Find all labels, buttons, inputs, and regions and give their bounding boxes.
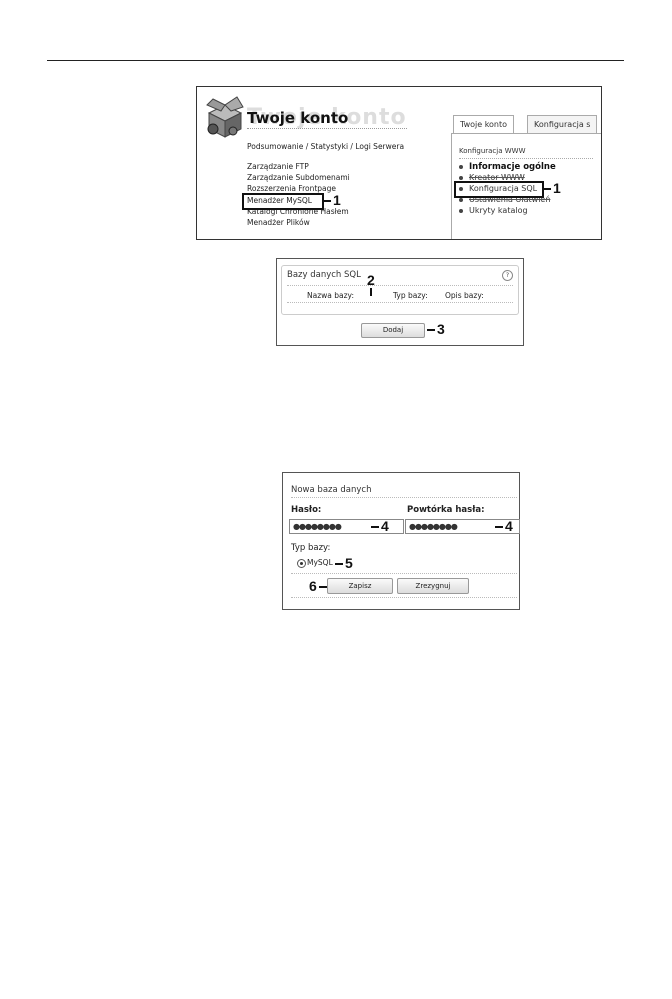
stats-nav-link[interactable]: Podsumowanie / Statystyki / Logi Serwera	[247, 142, 405, 151]
konfig-divider	[459, 158, 593, 159]
bullet-icon	[459, 197, 463, 202]
menu-item-subdomains[interactable]: Zarządzanie Subdomenami	[247, 173, 350, 182]
new-database-panel: Nowa baza danych Hasło: Powtórka hasła: …	[282, 472, 520, 610]
tab-content-panel	[451, 133, 601, 239]
menu-item-file-manager[interactable]: Menadżer Plików	[247, 218, 310, 227]
mysql-radio[interactable]	[297, 559, 306, 568]
section-divider	[291, 573, 517, 574]
callout-4-right: 4	[495, 519, 513, 533]
mysql-radio-label: MySQL	[307, 558, 333, 567]
db-type-label: Typ bazy:	[291, 543, 331, 553]
password-label: Hasło:	[291, 505, 322, 515]
menu-item-mysql-manager[interactable]: Menadżer MySQL	[247, 196, 312, 205]
new-database-title: Nowa baza danych	[291, 485, 372, 495]
password-repeat-label: Powtórka hasła:	[407, 505, 485, 515]
menu-item-frontpage[interactable]: Rozszerzenia Frontpage	[247, 184, 337, 193]
row-divider	[287, 302, 513, 303]
password-input[interactable]: ●●●●●●●●	[289, 519, 404, 534]
help-icon[interactable]: ?	[502, 270, 513, 281]
page-header-rule	[47, 60, 624, 61]
title-watermark: Twoje konto	[247, 105, 407, 130]
cancel-button[interactable]: Zrezygnuj	[397, 578, 469, 594]
sql-config-highlight-box	[454, 181, 544, 198]
tab-configuration[interactable]: Konfiguracja s	[527, 115, 598, 134]
add-database-button[interactable]: Dodaj	[361, 323, 425, 338]
gift-box-logo-icon	[206, 96, 244, 138]
callout-5: 5	[335, 556, 353, 570]
sql-databases-panel: Bazy danych SQL ? Nazwa bazy: Typ bazy: …	[276, 258, 524, 346]
header-divider	[287, 285, 513, 286]
callout-1-left: 1	[323, 193, 341, 207]
konfig-item-sql[interactable]: Konfiguracja SQL	[459, 185, 537, 193]
tab-your-account[interactable]: Twoje konto	[453, 115, 515, 134]
konfig-item-settings[interactable]: Ustawienia Ułatwień	[459, 196, 550, 204]
callout-2: 2	[367, 272, 375, 288]
menu-item-protected-dirs[interactable]: Katalogi Chronione Hasłem	[247, 207, 349, 216]
callout-6: 6	[309, 579, 329, 593]
bullet-icon	[459, 164, 463, 169]
bullet-icon	[459, 175, 463, 180]
account-title: Twoje konto	[247, 109, 349, 127]
callout-2-pointer	[370, 288, 372, 296]
sql-databases-title: Bazy danych SQL	[287, 270, 361, 280]
konfig-item-hidden-dir[interactable]: Ukryty katalog	[459, 207, 528, 215]
bottom-divider	[291, 597, 517, 598]
mysql-highlight-box	[242, 193, 324, 210]
title-divider	[291, 497, 517, 498]
save-button[interactable]: Zapisz	[327, 578, 393, 594]
konfig-item-info[interactable]: Informacje ogólne	[459, 163, 556, 172]
menu-item-ftp[interactable]: Zarządzanie FTP	[247, 162, 309, 171]
title-underline	[247, 128, 407, 129]
bullet-icon	[459, 208, 463, 213]
konfig-item-wizard[interactable]: Kreator WWW	[459, 174, 525, 182]
callout-1-right: 1	[543, 181, 561, 195]
column-db-desc: Opis bazy:	[445, 291, 484, 300]
account-panel-screenshot: Twoje konto Twoje konto Podsumowanie / S…	[196, 86, 602, 240]
password-repeat-input[interactable]: ●●●●●●●●	[405, 519, 520, 534]
sql-databases-box	[281, 265, 519, 315]
column-db-name: Nazwa bazy:	[307, 291, 354, 300]
konfig-section-title: Konfiguracja WWW	[459, 147, 526, 155]
bullet-icon	[459, 186, 463, 191]
column-db-type: Typ bazy:	[393, 291, 428, 300]
callout-3: 3	[427, 322, 445, 336]
callout-4-left: 4	[371, 519, 389, 533]
